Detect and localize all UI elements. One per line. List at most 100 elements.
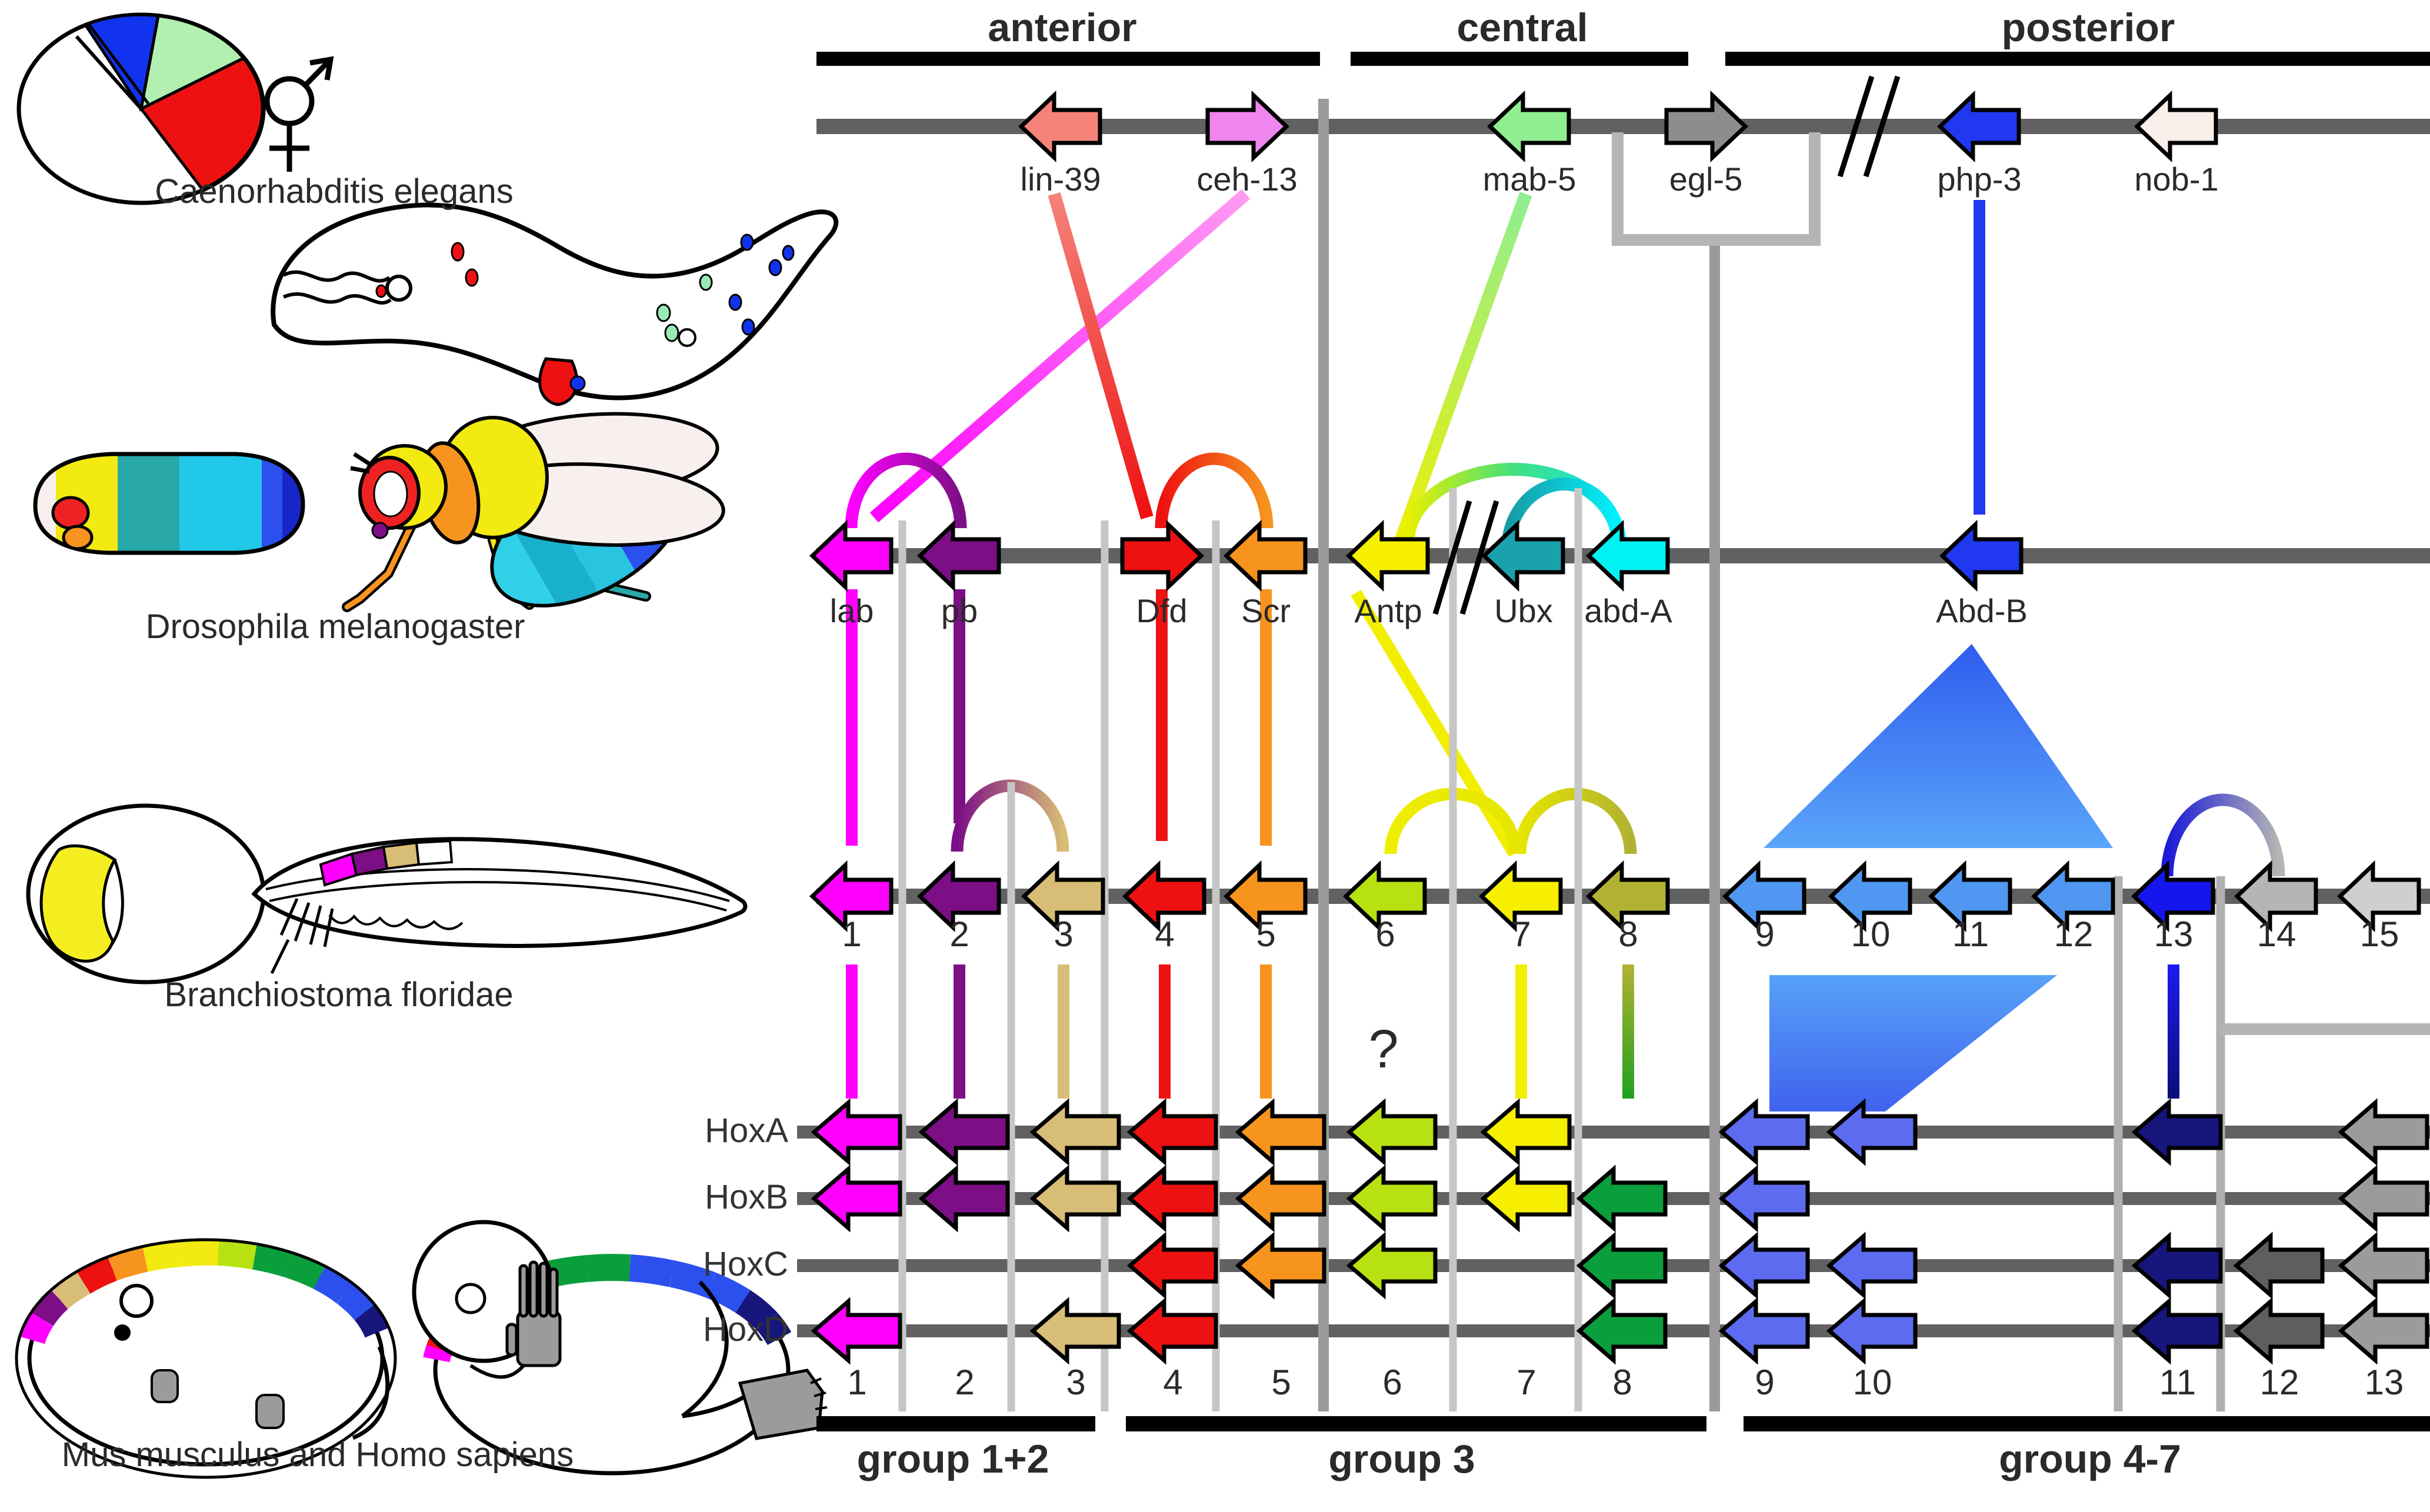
gene-arrow-hoxc-11 (2131, 1231, 2223, 1300)
gene-label-branchiostoma-9: 9 (1755, 914, 1775, 954)
human-ear (455, 1283, 486, 1314)
gene-label-branchiostoma-4: 4 (1155, 914, 1175, 954)
gene-arrow-hoxb-5 (1235, 1164, 1326, 1233)
worm-white-cell (678, 328, 696, 347)
gene-label-branchiostoma-1: 1 (842, 914, 862, 954)
gene-label-branchiostoma-12: 12 (2054, 914, 2094, 954)
gene-label-branchiostoma-7: 7 (1511, 914, 1531, 954)
group-bar-group-1-2 (816, 1416, 1095, 1431)
gene-arrow-branchiostoma-8 (1585, 860, 1670, 933)
gene-arrow-branchiostoma-4 (1122, 860, 1206, 933)
gene-label-branchiostoma-14: 14 (2256, 914, 2296, 954)
gene-arrow-hoxc-9 (1718, 1231, 1810, 1300)
species-caption-celegans: Caenorhabditis elegans (155, 172, 514, 211)
column-divider-1878 (1101, 520, 1109, 1411)
cluster-label-hoxc: HoxC (702, 1245, 788, 1283)
gene-arrow-hoxa-5 (1235, 1098, 1326, 1166)
uncertain-homology-mark: ? (1368, 1019, 1399, 1079)
column-divider-2683 (1574, 488, 1582, 1411)
gene-arrow-drosophila-Ubx (1481, 519, 1565, 592)
gene-arrow-drosophila-lab (809, 519, 894, 592)
mouse-tail (352, 1346, 390, 1440)
column-divider-1719 (1007, 782, 1015, 1411)
gene-arrow-celegans-php-3 (1936, 90, 2021, 163)
cluster-label-hoxa: HoxA (705, 1112, 788, 1150)
link-lin39-Dfd (1048, 192, 1154, 520)
paralog-number-7: 7 (1516, 1363, 1536, 1402)
gene-arrow-hoxd-9 (1718, 1297, 1810, 1365)
fan-B9-12-Hox9-10 (1769, 975, 2057, 1112)
gene-arrow-drosophila-Antp (1345, 519, 1430, 592)
paralog-number-3: 3 (1066, 1363, 1086, 1402)
larva-somites (328, 914, 464, 930)
gene-arrow-drosophila-Scr (1223, 519, 1308, 592)
fly-embryo-orange-lobe (62, 525, 94, 550)
amphioxus-embryo-yellow-patch (39, 844, 117, 963)
gene-arrow-celegans-ceh-13 (1205, 90, 1290, 163)
gene-label-branchiostoma-13: 13 (2154, 914, 2194, 954)
region-label-anterior: anterior (988, 5, 1137, 50)
gene-label-celegans-mab-5: mab-5 (1482, 161, 1576, 198)
mouse-band-outline (15, 1238, 397, 1479)
larva-tan-segment (382, 841, 421, 870)
column-divider-2470 (1449, 488, 1457, 1411)
gene-arrow-hoxc-8 (1576, 1231, 1668, 1300)
gene-arrow-drosophila-pb (916, 519, 1001, 592)
celegans-illustration (16, 12, 839, 406)
gene-label-drosophila-Scr: Scr (1241, 592, 1291, 629)
line-B14-15-lost (2221, 1023, 2430, 1035)
gene-label-celegans-lin-39: lin-39 (1020, 161, 1101, 198)
gene-arrow-hoxc-6 (1346, 1231, 1438, 1300)
gene-label-drosophila-Ubx: Ubx (1494, 592, 1553, 629)
column-divider-1534 (898, 520, 906, 1411)
celegans-pie-cut (75, 35, 143, 110)
gene-arrow-branchiostoma-1 (809, 860, 894, 933)
mouse-eye (114, 1324, 131, 1341)
arc-Ubx-abdA (1501, 478, 1627, 550)
gene-arrow-hoxc-13 (2338, 1231, 2429, 1300)
gene-arrow-branchiostoma-10 (1828, 860, 1912, 933)
gene-arrow-branchiostoma-11 (1928, 860, 2012, 933)
branchiostoma-illustration (26, 803, 748, 984)
gene-arrow-hoxd-11 (2131, 1297, 2223, 1365)
gene-arrow-celegans-nob-1 (2134, 90, 2218, 163)
gene-arrow-hoxb-8 (1576, 1164, 1668, 1233)
fan-AbdB-B9-12 (1764, 644, 2113, 848)
gene-arrow-branchiostoma-7 (1478, 860, 1563, 933)
gene-arrow-celegans-mab-5 (1486, 90, 1571, 163)
region-label-posterior: posterior (2001, 5, 2175, 50)
gene-label-drosophila-Abd-B: Abd-B (1936, 592, 2028, 629)
paralog-number-9: 9 (1755, 1363, 1775, 1402)
gene-label-branchiostoma-2: 2 (949, 914, 969, 954)
gene-label-branchiostoma-3: 3 (1054, 914, 1074, 954)
gene-arrow-hoxa-6 (1346, 1098, 1438, 1166)
link-mab5-Antp (1388, 192, 1532, 561)
cluster-label-hoxd: HoxD (702, 1310, 788, 1349)
paralog-number-2: 2 (955, 1363, 975, 1402)
celegans-pie-red-slice (139, 56, 264, 192)
gene-label-branchiostoma-11: 11 (1952, 914, 1989, 954)
gene-arrow-hoxd-8 (1576, 1297, 1668, 1365)
worm-vulva-patch (538, 357, 578, 406)
gene-arrow-hoxa-9 (1718, 1098, 1810, 1166)
gene-arrow-hoxa-10 (1826, 1098, 1918, 1166)
gene-arrow-hoxa-3 (1029, 1098, 1121, 1166)
gene-arrow-hoxa-2 (918, 1098, 1010, 1166)
gene-arrow-hoxb-4 (1126, 1164, 1218, 1233)
paralog-number-12: 12 (2259, 1363, 2299, 1402)
gene-arrow-hoxc-10 (1826, 1231, 1918, 1300)
region-bar-posterior (1725, 52, 2430, 66)
worm-pharynx2 (282, 292, 392, 305)
gene-arrow-hoxd-13 (2338, 1297, 2429, 1365)
fly-eye-center (373, 470, 408, 518)
gene-label-drosophila-Dfd: Dfd (1136, 592, 1188, 629)
gene-arrow-drosophila-Abd-B (1939, 519, 2024, 592)
sex-symbol-icon (264, 56, 334, 172)
gene-arrow-hoxa-7 (1480, 1098, 1572, 1166)
cluster-label-hoxb: HoxB (705, 1178, 788, 1216)
column-divider-3601 (2114, 876, 2123, 1411)
gene-arrow-hoxc-12 (2233, 1231, 2325, 1300)
species-caption-drosophila: Drosophila melanogaster (145, 608, 525, 646)
gene-arrow-celegans-lin-39 (1018, 90, 1102, 163)
